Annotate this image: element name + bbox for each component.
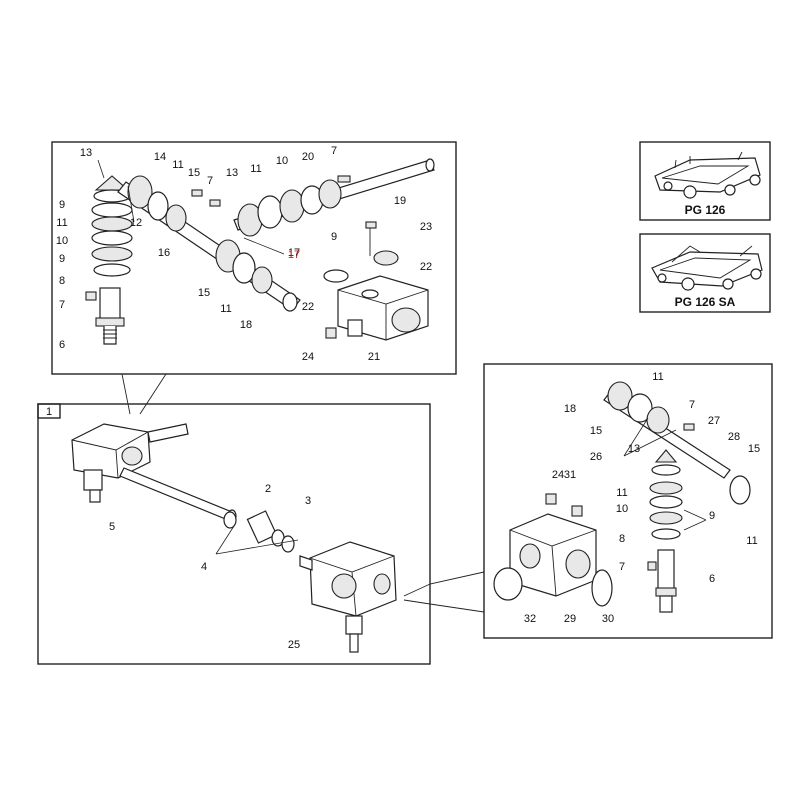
- leader-lines: [97, 159, 707, 555]
- callout-label: 23: [420, 221, 432, 233]
- callout-label: 12: [130, 217, 142, 229]
- callout-label: 6: [709, 573, 715, 585]
- callout-label: 7: [619, 561, 625, 573]
- callout-label: 13: [226, 167, 238, 179]
- callout-label: 15: [590, 425, 602, 437]
- callout-label: 10: [56, 235, 68, 247]
- callout-label: 8: [619, 533, 625, 545]
- callout-label: 15: [188, 167, 200, 179]
- panel-number-box: [37, 403, 61, 419]
- callout-label: 5: [109, 521, 115, 533]
- thumbnail-caption: PG 126 SA: [675, 295, 736, 309]
- callout-label: 2: [265, 483, 271, 495]
- upper-shaft-assembly: [233, 158, 435, 237]
- callout-label: 17: [288, 247, 300, 259]
- machine-icon: [651, 245, 763, 291]
- callout-label: 7: [207, 175, 213, 187]
- callout-label: 32: [524, 613, 536, 625]
- thumbnail-pg126[interactable]: PG 126: [639, 141, 771, 221]
- callout-label: 11: [616, 487, 627, 499]
- callout-label: 29: [564, 613, 576, 625]
- right-detail-panel: [483, 363, 773, 639]
- callout-label: 4: [201, 561, 207, 573]
- callout-label: 19: [394, 195, 406, 207]
- callout-label: 13: [80, 147, 92, 159]
- left-gear-stack: [85, 175, 133, 345]
- callout-label: 7: [59, 299, 65, 311]
- callout-label: 30: [602, 613, 614, 625]
- callout-label: 11: [250, 163, 261, 175]
- callout-label: 20: [302, 151, 314, 163]
- panel-number: 1: [46, 406, 52, 418]
- callout-label: 6: [59, 339, 65, 351]
- callout-label: 18: [564, 403, 576, 415]
- callout-label: 11: [56, 217, 67, 229]
- callout-label: 14: [154, 151, 166, 163]
- callout-label: 22: [302, 301, 314, 313]
- callout-label: 10: [616, 503, 628, 515]
- gear-shaft-assembly: [117, 175, 301, 312]
- gear-housing: [337, 275, 429, 341]
- callout-label: 15: [748, 443, 760, 455]
- callout-label: 22: [420, 261, 432, 273]
- callout-label: 9: [59, 253, 65, 265]
- callout-label: 9: [59, 199, 65, 211]
- callout-label: 10: [276, 155, 288, 167]
- callout-label: 18: [240, 319, 252, 331]
- thumbnail-pg126sa[interactable]: PG 126 SA: [639, 233, 771, 313]
- callout-label: 11: [652, 371, 663, 383]
- top-detail-panel: [51, 141, 457, 415]
- callout-label: 25: [288, 639, 300, 651]
- callout-label: 9: [331, 231, 337, 243]
- highlighted-callout[interactable]: 17: [288, 249, 300, 261]
- callout-label: 15: [198, 287, 210, 299]
- callout-label: 24: [552, 469, 564, 481]
- main-assembly-panel: 1: [37, 403, 485, 665]
- callout-label: 27: [708, 415, 720, 427]
- callout-label: 11: [172, 159, 183, 171]
- callout-label: 9: [709, 510, 715, 522]
- callout-label: 28: [728, 431, 740, 443]
- callout-labels: 13 14 11 15 7 13 11 10 20 7 9 11 12 10 9 8 7 6 16 17 15 11 18 2…: [56, 145, 760, 651]
- callout-label: 13: [628, 443, 640, 455]
- callout-label: 21: [368, 351, 380, 363]
- callout-label: 26: [590, 451, 602, 463]
- machine-icon: [654, 151, 761, 199]
- callout-label: 7: [331, 145, 337, 157]
- callout-label: 11: [220, 303, 231, 315]
- callout-label: 11: [746, 535, 757, 547]
- callout-label: 24: [302, 351, 314, 363]
- callout-label: 8: [59, 275, 65, 287]
- callout-label: 31: [564, 469, 576, 481]
- callout-label: 16: [158, 247, 170, 259]
- callout-label: 7: [689, 399, 695, 411]
- thumbnail-caption: PG 126: [685, 203, 726, 217]
- callout-label: 3: [305, 495, 311, 507]
